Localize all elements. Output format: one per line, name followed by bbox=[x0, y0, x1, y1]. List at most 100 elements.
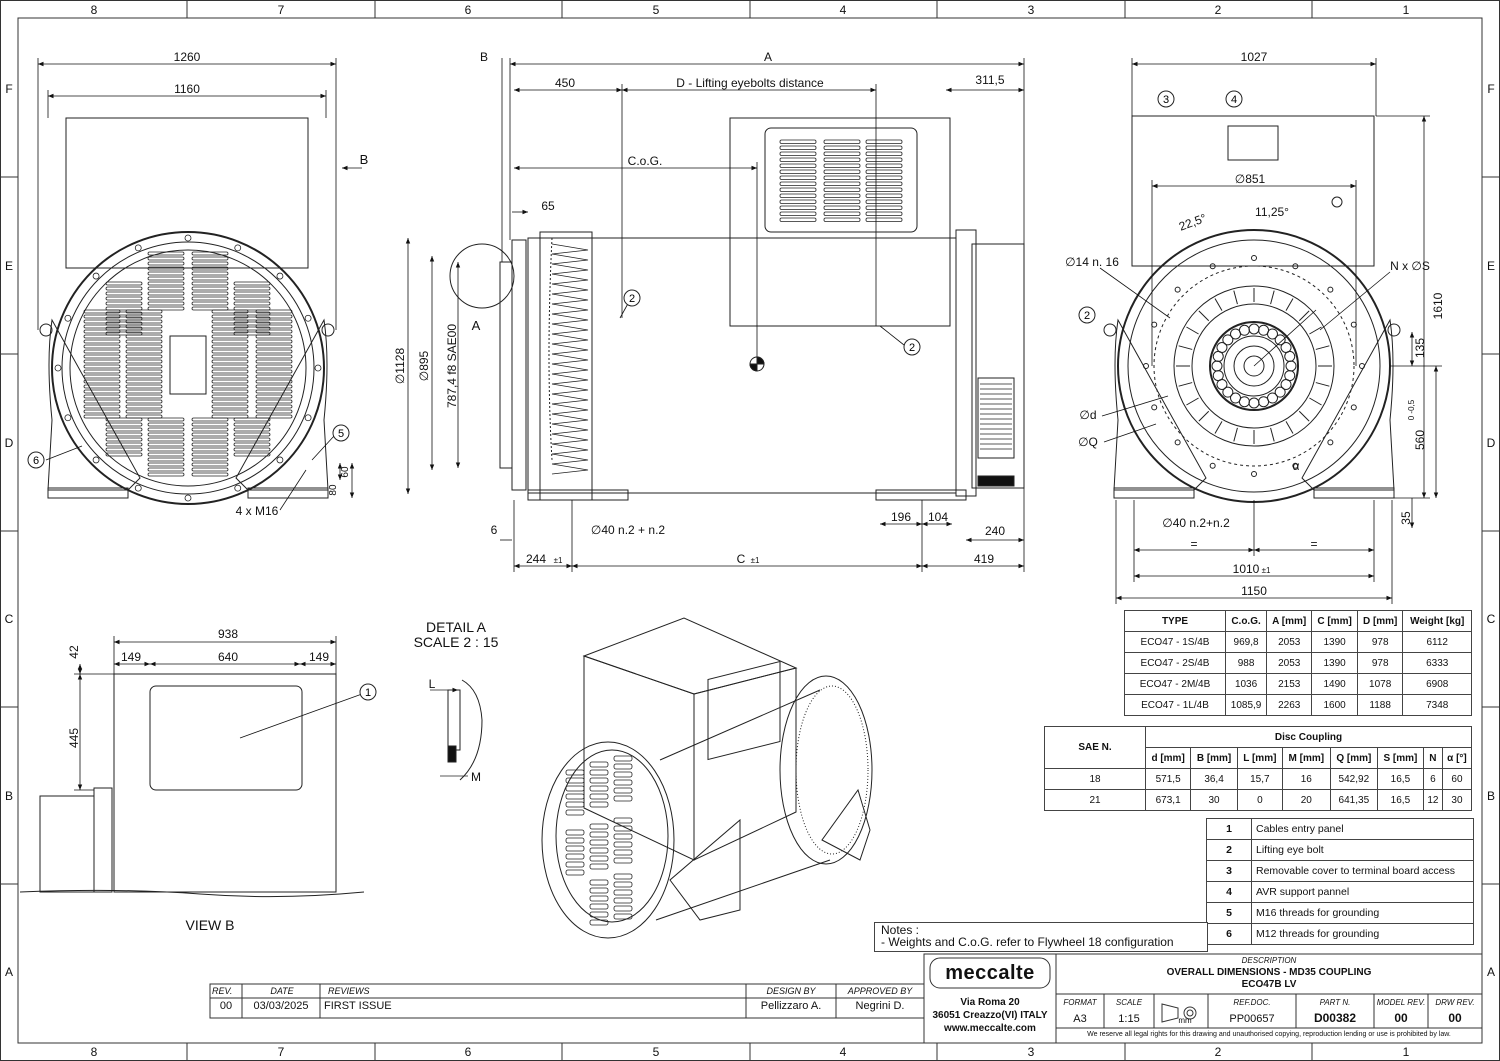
zone-labels: 8 7 6 5 4 3 2 1 8 7 6 5 4 3 2 1 F E D C … bbox=[5, 3, 1496, 1059]
table-row: 18 571,5 36,4 15,7 16 542,92 16,5 6 60 bbox=[1044, 768, 1473, 790]
legend-number: 3 bbox=[1206, 860, 1252, 882]
dim-1610: 1610 bbox=[1431, 292, 1445, 319]
c-cell: 1390 bbox=[1311, 631, 1358, 653]
disc-cell: 36,4 bbox=[1190, 768, 1238, 790]
dim-149-right: 149 bbox=[309, 650, 329, 664]
dim-40-holes: ∅40 n.2 + n.2 bbox=[591, 523, 666, 537]
disc-cell: 30 bbox=[1441, 789, 1473, 811]
disc-m-header: M [mm] bbox=[1281, 747, 1331, 769]
c-cell: 1490 bbox=[1311, 673, 1358, 695]
zone-top-1: 1 bbox=[1403, 3, 1410, 17]
dim-22-5: 22,5° bbox=[1177, 211, 1208, 234]
view-b-callouts: 1 bbox=[359, 683, 377, 701]
zone-top-3: 3 bbox=[1028, 3, 1035, 17]
approved-by-header: APPROVED BY bbox=[847, 986, 913, 996]
type-cell: ECO47 - 1S/4B bbox=[1124, 631, 1226, 653]
cog-cell: 1085,9 bbox=[1224, 694, 1268, 716]
dim-1027: 1027 bbox=[1241, 50, 1268, 64]
c-cell: 1600 bbox=[1311, 694, 1358, 716]
type-cell: ECO47 - 1L/4B bbox=[1124, 694, 1226, 716]
dim-938: 938 bbox=[218, 627, 238, 641]
zone-top-2: 2 bbox=[1215, 3, 1222, 17]
disc-cell: 60 bbox=[1441, 768, 1473, 790]
sae-header: SAE N. bbox=[1044, 726, 1146, 769]
front-view bbox=[39, 117, 335, 505]
legend-text: AVR support pannel bbox=[1251, 881, 1474, 903]
dim-d-eyebolts: D - Lifting eyebolts distance bbox=[676, 76, 824, 90]
legend-text: Removable cover to terminal board access bbox=[1251, 860, 1474, 882]
side-callouts: 2 2 bbox=[623, 289, 921, 356]
disc-cell: 30 bbox=[1190, 789, 1238, 811]
front-callouts: 5 6 bbox=[27, 424, 350, 469]
zone-top-6: 6 bbox=[465, 3, 472, 17]
company-address-1: Via Roma 20 bbox=[960, 997, 1020, 1008]
detail-a-labels: DETAIL A SCALE 2 : 15 L M bbox=[414, 619, 499, 784]
zone-top-4: 4 bbox=[840, 3, 847, 17]
disc-cell: 12 bbox=[1422, 789, 1443, 811]
design-by-header: DESIGN BY bbox=[766, 986, 816, 996]
dim-244: 244 bbox=[526, 552, 546, 566]
disc-cell: 571,5 bbox=[1144, 768, 1192, 790]
disc-n-header: N bbox=[1422, 747, 1443, 769]
detail-a-marker: A bbox=[472, 318, 481, 333]
a-header: A [mm] bbox=[1266, 610, 1313, 632]
disc-cell: 20 bbox=[1281, 789, 1331, 811]
callout-2-rear: 2 bbox=[1084, 310, 1090, 322]
rear-view-dims bbox=[1099, 58, 1442, 604]
front-view-dims bbox=[37, 58, 362, 511]
view-b-title: VIEW B bbox=[185, 917, 234, 933]
format-value: A3 bbox=[1073, 1013, 1087, 1025]
date-header: DATE bbox=[270, 986, 294, 996]
dim-14-holes: ∅14 n. 16 bbox=[1065, 255, 1119, 269]
cog-cell: 1036 bbox=[1224, 673, 1268, 695]
detail-label-m: M bbox=[471, 770, 481, 784]
c-header: C [mm] bbox=[1311, 610, 1358, 632]
zone-bottom-1: 1 bbox=[1403, 1045, 1410, 1059]
title-block-frame bbox=[209, 953, 1483, 1044]
dim-560: 560 bbox=[1413, 430, 1427, 450]
dim-c-tol: ±1 bbox=[751, 556, 760, 565]
dim-240: 240 bbox=[985, 524, 1005, 538]
dim-851: ∅851 bbox=[1235, 172, 1266, 186]
zone-right-C: C bbox=[1487, 612, 1496, 626]
dim-135: 135 bbox=[1413, 338, 1427, 358]
callout-4: 4 bbox=[1231, 94, 1237, 106]
weight-cell: 7348 bbox=[1402, 694, 1472, 716]
dim-1010: 1010 bbox=[1233, 562, 1260, 576]
disc-cell: 6 bbox=[1422, 768, 1443, 790]
type-header: TYPE bbox=[1124, 610, 1226, 632]
drawing-title-1: OVERALL DIMENSIONS - MD35 COUPLING bbox=[1166, 967, 1372, 978]
date-value: 03/03/2025 bbox=[253, 1000, 309, 1012]
legend-text: M16 threads for grounding bbox=[1251, 902, 1474, 924]
part-number-value: D00382 bbox=[1313, 1011, 1357, 1025]
callout-5: 5 bbox=[338, 428, 344, 440]
disc-b-header: B [mm] bbox=[1190, 747, 1238, 769]
view-b-arrow-label: B bbox=[360, 152, 369, 167]
zone-left-B: B bbox=[5, 789, 13, 803]
dim-1010-tol: ±1 bbox=[1262, 566, 1271, 575]
dim-149-left: 149 bbox=[121, 650, 141, 664]
weight-cell: 6333 bbox=[1402, 652, 1472, 674]
callout-1: 1 bbox=[365, 687, 371, 699]
zone-right-E: E bbox=[1487, 259, 1495, 273]
drw-rev-label: DRW REV. bbox=[1435, 998, 1475, 1007]
cog-cell: 988 bbox=[1224, 652, 1268, 674]
rear-callouts: 3 4 2 bbox=[1078, 90, 1243, 324]
rev-header: REV. bbox=[212, 986, 233, 996]
zone-left-A: A bbox=[5, 965, 13, 979]
disc-s-header: S [mm] bbox=[1376, 747, 1424, 769]
disc-cell: 542,92 bbox=[1329, 768, 1378, 790]
legend-number: 1 bbox=[1206, 818, 1252, 840]
model-rev-label: MODEL REV. bbox=[1376, 998, 1426, 1007]
legend-number: 2 bbox=[1206, 839, 1252, 861]
legend-number: 4 bbox=[1206, 881, 1252, 903]
c-cell: 1390 bbox=[1311, 652, 1358, 674]
disc-d-header: d [mm] bbox=[1144, 747, 1192, 769]
notes-box: Notes : - Weights and C.o.G. refer to Fl… bbox=[874, 922, 1208, 952]
